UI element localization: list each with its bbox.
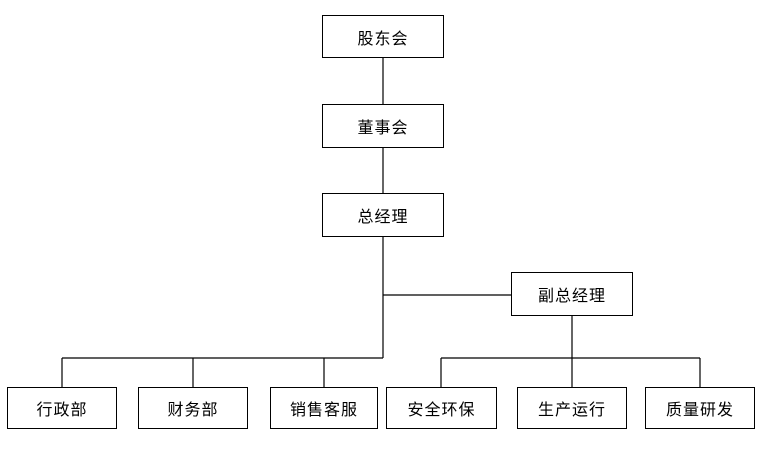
node-admin-department: 行政部 [7, 387, 117, 429]
node-quality-research: 质量研发 [645, 387, 755, 429]
node-label-general-manager: 总经理 [357, 209, 409, 226]
node-general-manager: 总经理 [322, 193, 444, 237]
node-shareholders-meeting: 股东会 [322, 15, 444, 58]
node-sales-customer-service: 销售客服 [270, 387, 378, 429]
node-label-admin-department: 行政部 [36, 402, 88, 419]
node-label-quality-research: 质量研发 [665, 402, 734, 419]
node-safety-environment: 安全环保 [386, 387, 497, 429]
node-label-production-operation: 生产运行 [537, 402, 606, 419]
node-production-operation: 生产运行 [517, 387, 627, 429]
node-label-finance-department: 财务部 [167, 402, 219, 419]
node-deputy-general-manager: 副总经理 [511, 272, 633, 316]
node-label-board-of-directors: 董事会 [357, 120, 409, 137]
node-label-safety-environment: 安全环保 [407, 402, 476, 419]
node-label-deputy-general-manager: 副总经理 [537, 288, 606, 305]
node-board-of-directors: 董事会 [322, 104, 444, 148]
node-label-sales-customer-service: 销售客服 [289, 402, 358, 419]
node-label-shareholders-meeting: 股东会 [357, 30, 409, 48]
node-finance-department: 财务部 [138, 387, 248, 429]
